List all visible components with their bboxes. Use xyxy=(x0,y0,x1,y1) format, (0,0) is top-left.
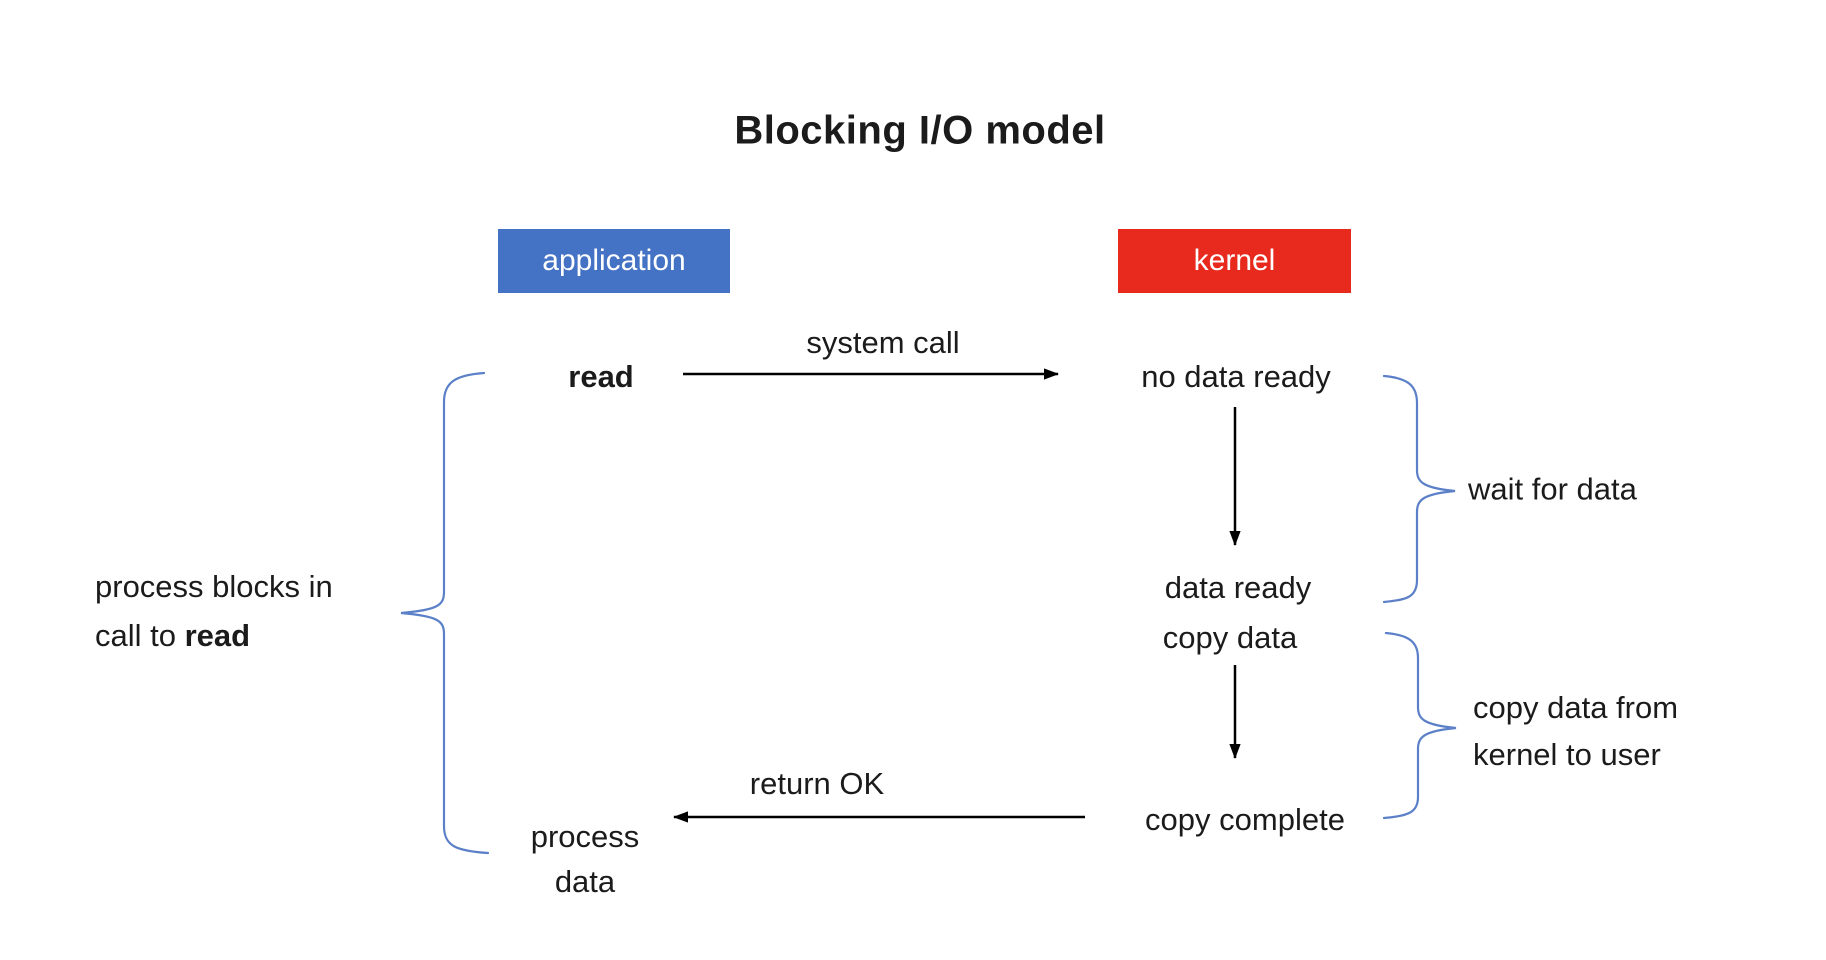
brace-copy-kernel-user xyxy=(1382,631,1457,820)
node-copy-data: copy data xyxy=(1162,620,1298,655)
diagram-title: Blocking I/O model xyxy=(734,108,1106,153)
node-copy-complete: copy complete xyxy=(1145,802,1345,837)
application-box-label: application xyxy=(542,244,686,277)
kernel-box-label: kernel xyxy=(1193,244,1276,277)
brace-wait-for-data xyxy=(1382,374,1456,604)
annotation-read-bold: read xyxy=(184,618,251,653)
annotation-copy-line1: copy data from xyxy=(1473,690,1679,725)
kernel-box: kernel xyxy=(1118,229,1351,293)
annotation-copy-line2: kernel to user xyxy=(1473,737,1661,772)
label-system-call: system call xyxy=(806,325,960,360)
node-no-data-ready: no data ready xyxy=(1141,359,1331,394)
node-process-data: process data xyxy=(531,814,640,904)
node-process-data-line2: data xyxy=(554,864,616,899)
node-read: read xyxy=(568,359,634,394)
brace-process-blocks xyxy=(400,371,490,855)
label-return-ok: return OK xyxy=(749,766,885,801)
annotation-copy-kernel-user: copy data from kernel to user xyxy=(1473,684,1678,778)
annotation-process-blocks: process blocks in call to read xyxy=(95,562,333,660)
node-data-ready: data ready xyxy=(1164,570,1312,605)
annotation-process-blocks-line1: process blocks in xyxy=(95,569,333,604)
node-process-data-line1: process xyxy=(530,819,640,854)
application-box: application xyxy=(498,229,730,293)
annotation-process-blocks-line2: call to read xyxy=(95,618,251,653)
annotation-wait-for-data: wait for data xyxy=(1468,471,1637,507)
